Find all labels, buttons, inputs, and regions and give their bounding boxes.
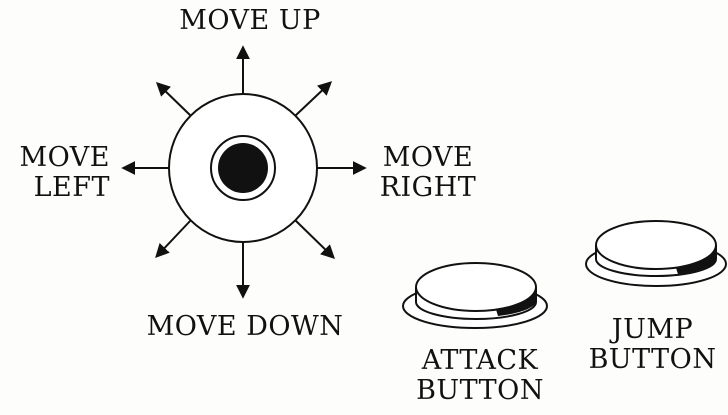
arrow-down-right-icon	[295, 220, 333, 257]
label-move-up: MOVE UP	[150, 6, 350, 36]
label-attack-line1: ATTACK	[395, 346, 565, 376]
joystick-icon	[169, 94, 317, 242]
arrow-up-left-icon	[158, 84, 191, 116]
label-move-left-line1: MOVE	[0, 143, 110, 173]
label-move-right: MOVE RIGHT	[378, 143, 478, 203]
joystick-knob	[218, 143, 268, 193]
jump-button-top	[596, 221, 716, 269]
label-move-left: MOVE LEFT	[0, 143, 110, 203]
label-attack-line2: BUTTON	[395, 376, 565, 406]
label-jump-line1: JUMP	[580, 315, 725, 345]
attack-button-top	[416, 263, 536, 311]
attack-button-icon	[403, 263, 547, 328]
label-move-right-line1: MOVE	[378, 143, 478, 173]
label-move-down: MOVE DOWN	[140, 312, 350, 342]
label-attack-button: ATTACK BUTTON	[395, 346, 565, 406]
arrow-down-left-icon	[157, 220, 191, 256]
label-jump-line2: BUTTON	[580, 345, 725, 375]
label-move-right-line2: RIGHT	[378, 173, 478, 203]
label-jump-button: JUMP BUTTON	[580, 315, 725, 375]
label-move-left-line2: LEFT	[0, 173, 110, 203]
arrow-up-right-icon	[295, 83, 330, 116]
jump-button-icon	[586, 221, 726, 286]
